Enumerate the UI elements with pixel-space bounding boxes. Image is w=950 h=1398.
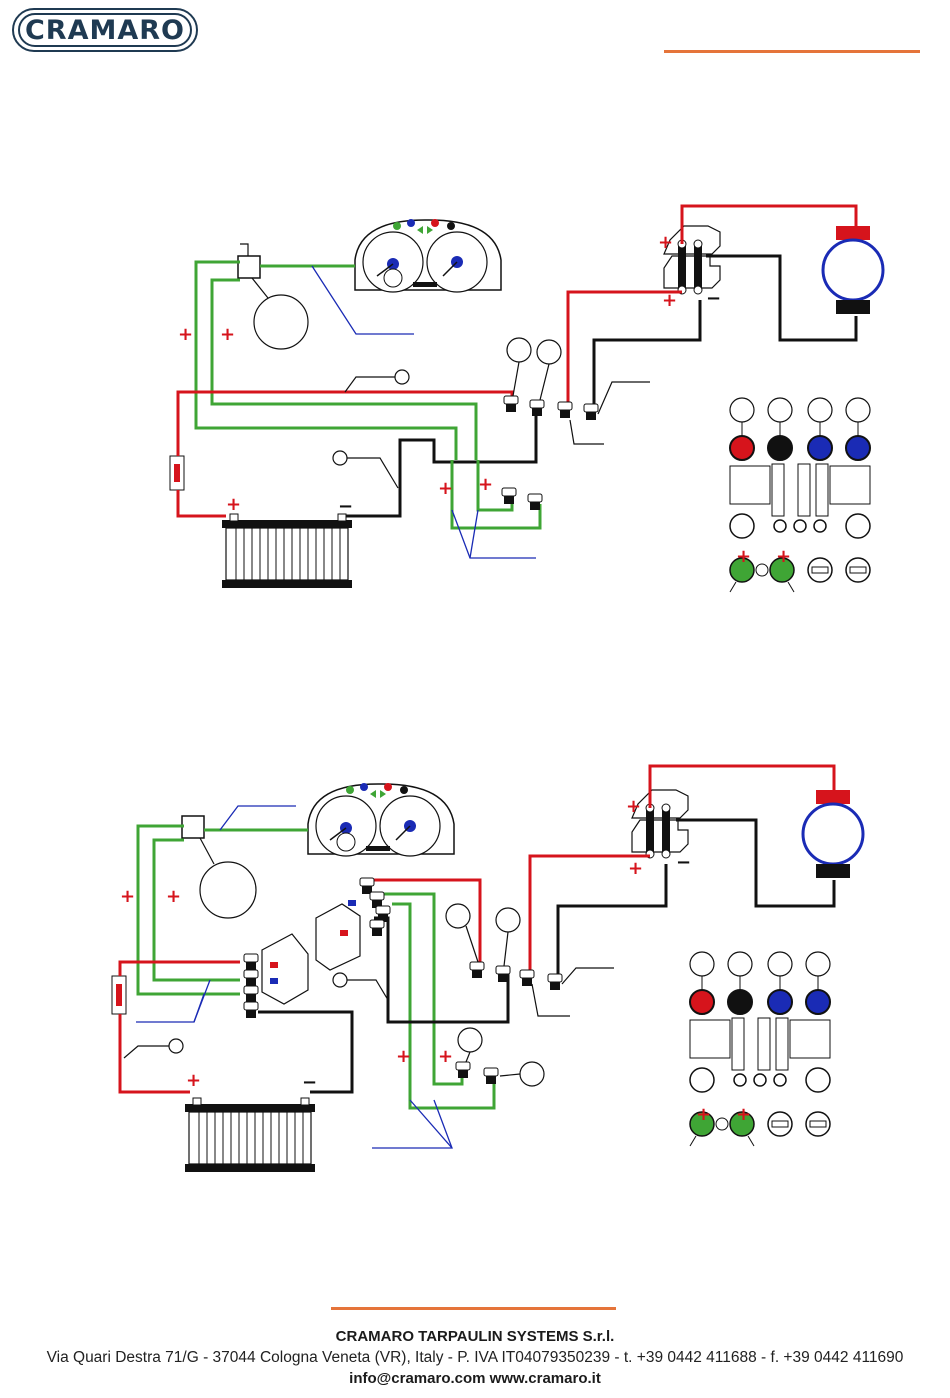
svg-text:+: + — [220, 324, 235, 345]
svg-text:−: − — [706, 288, 721, 309]
svg-text:−: − — [302, 1072, 317, 1093]
battery-2 — [185, 1098, 315, 1172]
svg-text:+: + — [438, 1046, 453, 1067]
svg-text:+: + — [478, 474, 493, 495]
svg-text:+: + — [438, 478, 453, 499]
svg-text:+: + — [736, 546, 751, 567]
company-contact: info@cramaro.com www.cramaro.it — [0, 1368, 950, 1389]
svg-text:+: + — [186, 1070, 201, 1091]
dashboard-cluster-2 — [308, 783, 454, 856]
switch-2 — [182, 816, 204, 838]
motor-2 — [803, 790, 863, 878]
company-address: Via Quari Destra 71/G - 37044 Cologna Ve… — [0, 1347, 950, 1368]
footer: CRAMARO TARPAULIN SYSTEMS S.r.l. Via Qua… — [0, 1326, 950, 1389]
svg-text:+: + — [776, 546, 791, 567]
svg-text:+: + — [120, 886, 135, 907]
svg-text:+: + — [696, 1104, 711, 1125]
svg-text:+: + — [178, 324, 193, 345]
balloon-switch-2 — [200, 862, 256, 918]
balloon-switch-1 — [254, 295, 308, 349]
motor-1 — [823, 226, 883, 314]
svg-text:+: + — [626, 796, 641, 817]
svg-text:+: + — [736, 1104, 751, 1125]
dashboard-cluster-1 — [355, 219, 501, 292]
svg-text:+: + — [628, 858, 643, 879]
svg-text:−: − — [338, 496, 353, 517]
connector-plug-2 — [316, 904, 360, 970]
switch-1 — [238, 256, 260, 278]
diagram-1: + + + − + + + + − + + — [170, 206, 883, 592]
connector-plug-1 — [262, 934, 308, 1004]
company-name: CRAMARO TARPAULIN SYSTEMS S.r.l. — [0, 1326, 950, 1347]
svg-text:−: − — [676, 852, 691, 873]
svg-text:+: + — [662, 290, 677, 311]
battery-1 — [222, 514, 352, 588]
footer-accent-line — [331, 1307, 616, 1310]
svg-text:+: + — [658, 232, 673, 253]
svg-text:+: + — [166, 886, 181, 907]
diagram-2: + + + − + + + + − + + — [112, 766, 863, 1172]
svg-text:+: + — [396, 1046, 411, 1067]
svg-text:+: + — [226, 494, 241, 515]
